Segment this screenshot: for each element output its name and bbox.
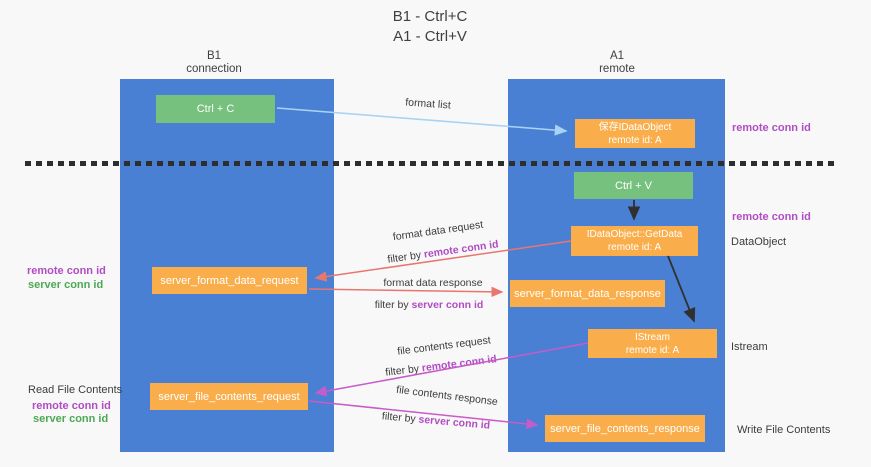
left-remote-conn-id-bottom-label: remote conn id: [32, 400, 111, 412]
filter-value-3: remote conn id: [421, 353, 498, 375]
save-idataobject-line1: 保存IDataObject: [598, 121, 672, 133]
server-file-contents-response-label: server_file_contents_response: [550, 422, 700, 435]
write-file-contents-label: Write File Contents: [737, 424, 831, 436]
filter-by-remote-conn-id-label-1: filter by remote conn id: [387, 238, 500, 265]
idataobject-getdata-box: IDataObject::GetData remote id: A: [571, 226, 698, 256]
filter-by-server-conn-id-label-2: filter by server conn id: [381, 410, 490, 431]
lane-header-a1: A1 remote: [599, 50, 635, 76]
save-idataobject-line2: remote id: A: [608, 134, 662, 146]
read-file-contents-label: Read File Contents: [28, 384, 123, 396]
ctrl-c-label: Ctrl + C: [196, 103, 235, 115]
istream-line1: IStream: [634, 331, 670, 343]
ctrl-v-box: Ctrl + V: [574, 172, 693, 199]
filter-value-1: remote conn id: [423, 238, 500, 261]
save-idataobject-box: 保存IDataObject remote id: A: [575, 119, 695, 148]
file-contents-request-label: file contents request: [396, 334, 492, 358]
phase-separator-dashed-line: [25, 161, 838, 166]
filter-value-4: server conn id: [418, 413, 491, 432]
right-remote-conn-id-top-label: remote conn id: [732, 122, 811, 134]
server-format-data-request-box: server_format_data_request: [152, 267, 307, 294]
format-list-label: format list: [404, 96, 452, 112]
lane-a1-name: A1: [609, 50, 625, 62]
server-file-contents-request-label: server_file_contents_request: [158, 390, 300, 403]
diagram-title: B1 - Ctrl+C A1 - Ctrl+V: [393, 7, 468, 47]
left-remote-conn-id-top-label: remote conn id: [27, 265, 106, 277]
server-format-data-request-label: server_format_data_request: [160, 274, 299, 287]
format-data-response-arrow: [308, 286, 504, 298]
title-line-2: A1 - Ctrl+V: [393, 28, 467, 45]
server-file-contents-request-box: server_file_contents_request: [150, 383, 308, 410]
server-format-data-response-label: server_format_data_response: [514, 287, 661, 300]
ctrl-v-label: Ctrl + V: [615, 179, 652, 192]
title-line-1: B1 - Ctrl+C: [392, 8, 468, 25]
filter-by-text-4: filter by: [381, 410, 420, 426]
format-data-request-label: format data request: [392, 218, 484, 244]
lane-a1-role: remote: [599, 63, 635, 75]
getdata-line2: remote id: A: [607, 242, 662, 253]
left-server-conn-id-top-label: server conn id: [28, 279, 104, 291]
filter-value-2: server conn id: [411, 299, 484, 311]
istream-side-label: Istream: [731, 341, 768, 353]
left-server-conn-id-bottom-label: server conn id: [33, 413, 109, 425]
getdata-line1: IDataObject::GetData: [586, 229, 683, 240]
ctrl-c-box: Ctrl + C: [156, 95, 275, 123]
dataobject-label: DataObject: [731, 236, 787, 248]
lane-b1-role: connection: [186, 63, 242, 75]
istream-box: IStream remote id: A: [588, 329, 717, 358]
filter-by-text-2: filter by: [374, 299, 412, 311]
lane-header-b1: B1 connection: [186, 50, 242, 76]
file-contents-response-label: file contents response: [395, 383, 499, 409]
filter-by-text-3: filter by: [384, 362, 423, 379]
filter-by-server-conn-id-label-1: filter by server conn id: [375, 299, 484, 311]
format-data-response-label: format data response: [383, 277, 483, 289]
right-remote-conn-id-mid-label: remote conn id: [732, 211, 811, 223]
server-format-data-response-box: server_format_data_response: [510, 280, 665, 307]
filter-by-text-1: filter by: [386, 248, 425, 266]
istream-line2: remote id: A: [625, 344, 680, 356]
server-file-contents-response-box: server_file_contents_response: [545, 415, 705, 442]
lane-b1-name: B1: [206, 50, 222, 62]
